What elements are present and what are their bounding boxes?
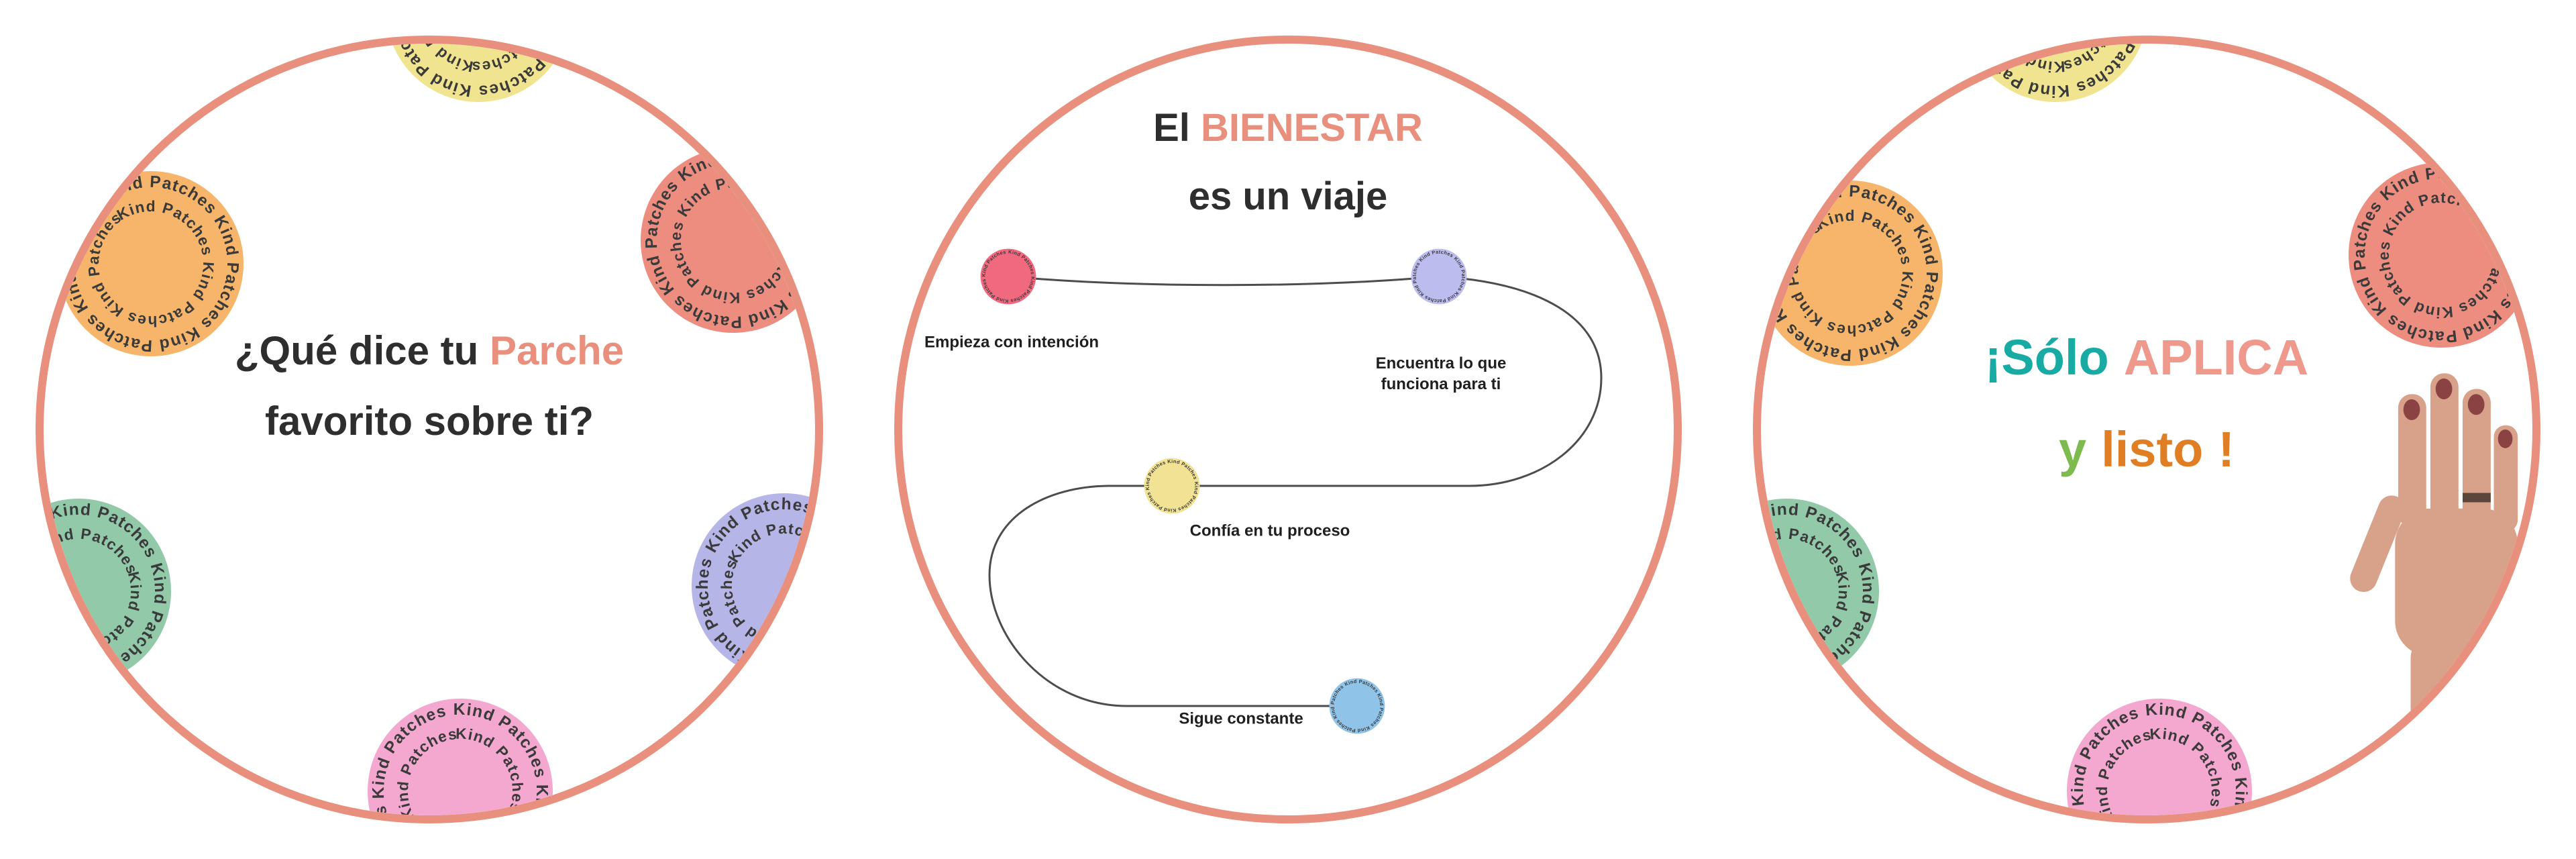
edge-patch-red: Kind Patches Kind Patches Kind Patches K… xyxy=(595,85,815,368)
slide2-title: El BIENESTAR es un viaje xyxy=(902,94,1674,230)
hand-shape xyxy=(2350,373,2518,815)
headline-word: ! xyxy=(2218,421,2235,477)
slide1-title: ¿Qué dice tu Parche favorito sobre ti? xyxy=(44,315,815,456)
slide2-title-line2: es un viaje xyxy=(1188,174,1388,218)
journey-path xyxy=(988,275,1603,707)
slide3-headline-line1: ¡Sólo APLICA xyxy=(1761,312,2532,404)
slide2-title-line1: El BIENESTAR xyxy=(902,94,1674,162)
edge-patch-pink: Kind Patches Kind Patches Kind Patches K… xyxy=(343,669,559,815)
headline-word: APLICA xyxy=(2123,330,2309,385)
journey-curve xyxy=(988,275,1603,707)
circle-frame-1: ¿Qué dice tu Parche favorito sobre ti? K… xyxy=(36,36,823,823)
headline-word: listo xyxy=(2101,421,2204,477)
slide2-title-pre: El xyxy=(1153,106,1201,150)
edge-patch-yellow: Kind Patches Kind Patches Kind Patches K… xyxy=(1950,44,2181,138)
slide2-title-accent: BIENESTAR xyxy=(1201,106,1423,150)
edge-patch-pink: Kind Patches Kind Patches Kind Patches K… xyxy=(2034,662,2265,815)
edge-patch-purple: Kind Patches Kind Patches Kind Patches K… xyxy=(635,455,815,721)
step-label: Encuentra lo que funciona para ti xyxy=(1375,354,1507,393)
slide-1: ¿Qué dice tu Parche favorito sobre ti? K… xyxy=(0,0,859,859)
step-patch: Kind Patches Kind Patches Kind Patches K… xyxy=(976,242,1036,305)
step-label: Confía en tu proceso xyxy=(1189,521,1350,540)
headline-word: y xyxy=(2059,421,2087,477)
step-patch: Kind Patches Kind Patches Kind Patches K… xyxy=(1139,448,1211,518)
step-label: Sigue constante xyxy=(1179,709,1303,728)
headline-word: ¡Sólo xyxy=(1984,330,2109,385)
hand-photo xyxy=(2350,373,2518,815)
edge-patch-green: Kind Patches Kind Patches Kind Patches K… xyxy=(44,452,217,707)
edge-patch-yellow: Kind Patches Kind Patches Kind Patches K… xyxy=(378,44,593,133)
slide1-title-pre: ¿Qué dice tu xyxy=(234,328,490,373)
slide1-title-accent: Parche xyxy=(489,328,625,373)
slide1-title-line2: favorito sobre ti? xyxy=(264,399,594,444)
slide1-title-line1: ¿Qué dice tu Parche xyxy=(44,315,815,386)
circle-frame-2: El BIENESTAR es un viaje Kind Patches Ki… xyxy=(894,36,1682,823)
edge-patch-green: Kind Patches Kind Patches Kind Patches K… xyxy=(1761,452,1925,707)
step-label: Empieza con intención xyxy=(924,333,1099,352)
slide-2: El BIENESTAR es un viaje Kind Patches Ki… xyxy=(859,0,1717,859)
